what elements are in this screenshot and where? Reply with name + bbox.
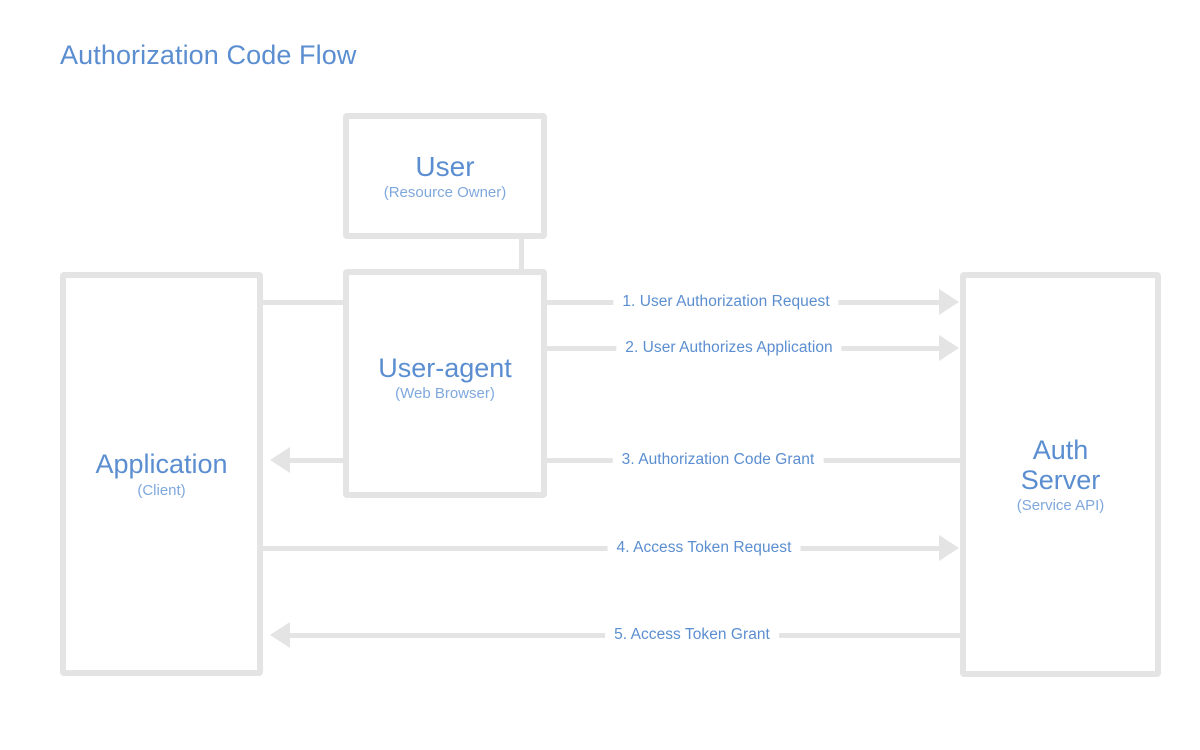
node-user[interactable]: User (Resource Owner) [343,113,547,239]
node-user-agent-subtitle: (Web Browser) [395,385,495,403]
flow-label-2: 2. User Authorizes Application [616,339,842,357]
flow-label-4: 4. Access Token Request [607,539,801,557]
node-auth-server-subtitle: (Service API) [1016,497,1105,515]
page-title: Authorization Code Flow [60,40,357,70]
flow-label-3: 3. Authorization Code Grant [612,451,824,469]
node-user-subtitle: (Resource Owner) [383,184,507,202]
flow-label-1: 1. User Authorization Request [613,293,839,311]
flow-1-line [263,300,945,305]
flow-3-arrowhead [270,447,290,473]
flow-1-arrowhead [939,289,959,315]
flow-4-line [263,546,945,551]
node-auth-server[interactable]: Auth Server (Service API) [960,272,1161,677]
node-user-title: User [415,150,475,182]
node-application-title: Application [95,449,228,480]
flow-5-arrowhead [270,622,290,648]
node-application-subtitle: (Client) [137,481,186,499]
flow-4-arrowhead [939,535,959,561]
node-application[interactable]: Application (Client) [60,272,263,676]
flow-2-arrowhead [939,335,959,361]
node-auth-server-title: Auth Server [1020,434,1101,495]
flow-label-5: 5. Access Token Grant [605,626,779,644]
node-user-agent[interactable]: User-agent (Web Browser) [343,269,547,498]
node-user-agent-title: User-agent [378,352,512,383]
